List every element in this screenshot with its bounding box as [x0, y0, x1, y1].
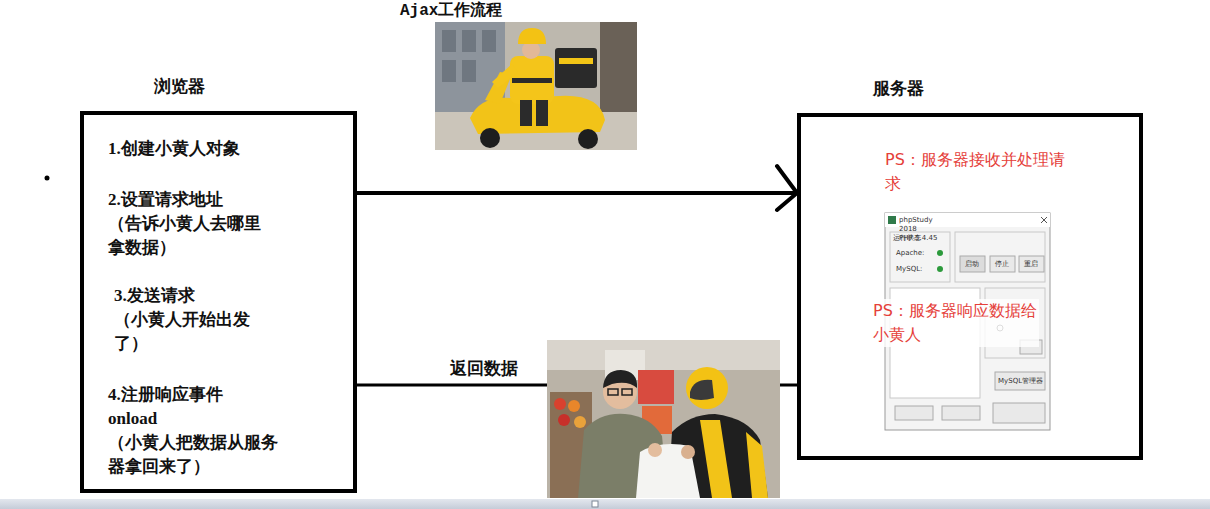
- node-heading: 浏览器: [154, 75, 205, 99]
- flow-arrow: [357, 166, 797, 210]
- handover-photo: [547, 340, 780, 498]
- screenshot-label: MySQL管理器: [998, 377, 1043, 386]
- screenshot-label: 运行状态: [893, 234, 921, 243]
- screenshot-label: 重启: [1024, 260, 1038, 269]
- note-text: PS：服务器响应数据给 小黄人: [871, 299, 1039, 347]
- note-text: PS：服务器接收并处理请 求: [885, 148, 1065, 196]
- bullet-dot: [45, 176, 50, 181]
- bottom-bar: [0, 499, 1210, 509]
- screenshot-label: 停止: [995, 260, 1009, 269]
- server-box: 服务器PS：服务器接收并处理请 求PS：服务器响应数据给 小黄人: [797, 113, 1143, 460]
- browser-box: 浏览器1.创建小黄人对象2.设置请求地址 （告诉小黄人去哪里 拿数据）3.发送请…: [80, 111, 357, 493]
- step-text: 4.注册响应事件 onload （小黄人把数据从服务 器拿回来了）: [108, 383, 278, 479]
- diagram-title: Ajax工作流程: [400, 2, 502, 20]
- screenshot-label: MySQL:: [896, 265, 922, 274]
- screenshot-label: 启动: [965, 260, 979, 269]
- step-text: 3.发送请求 （小黄人开始出发 了）: [114, 284, 250, 356]
- step-text: 1.创建小黄人对象: [108, 137, 240, 161]
- node-heading: 服务器: [873, 77, 924, 101]
- screenshot-label: Apache:: [896, 249, 924, 258]
- rider-photo: [435, 22, 637, 150]
- step-text: 2.设置请求地址 （告诉小黄人去哪里 拿数据）: [108, 188, 261, 260]
- edge-label: 返回数据: [448, 357, 520, 381]
